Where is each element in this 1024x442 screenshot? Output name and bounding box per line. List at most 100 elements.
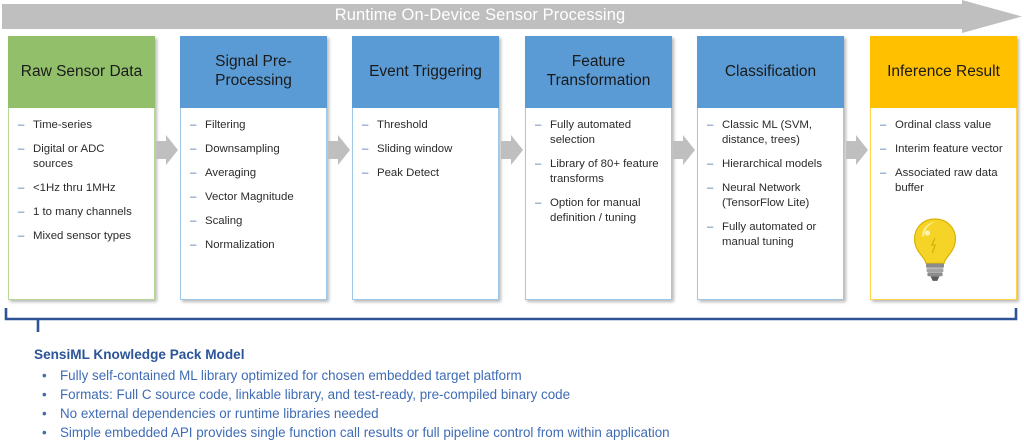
dash-marker: – [880,167,887,180]
stage-classification[interactable]: Classification –Classic ML (SVM, distanc… [697,36,844,300]
dash-marker: – [18,182,25,195]
list-item-label: Vector Magnitude [205,191,294,204]
stage-list-raw-sensor-data: –Time-series –Digital or ADC sources –<1… [18,118,146,244]
dash-marker: – [18,206,25,219]
stage-list-event-triggering: –Threshold –Sliding window –Peak Detect [362,118,490,181]
list-item-label: Formats: Full C source code, linkable li… [60,387,571,403]
dash-marker: – [190,167,197,180]
list-item: –Library of 80+ feature transforms [535,157,663,187]
list-item: –Normalization [190,238,318,253]
list-item-label: Digital or ADC sources [33,143,105,171]
bullet-marker: • [42,406,47,422]
pipeline-row: Raw Sensor Data –Time-series –Digital or… [0,36,1024,302]
dash-marker: – [362,143,369,156]
lightbulb-icon [913,218,957,281]
list-item: –Sliding window [362,142,490,157]
dash-marker: – [535,197,542,210]
stage-raw-sensor-data[interactable]: Raw Sensor Data –Time-series –Digital or… [8,36,155,300]
list-item-label: Fully self-contained ML library optimize… [60,367,522,383]
stage-header-event-triggering: Event Triggering [352,36,499,108]
list-item: –Hierarchical models [707,157,835,172]
list-item: –Peak Detect [362,166,490,181]
stage-signal-pre-processing[interactable]: Signal Pre-Processing –Filtering –Downsa… [180,36,327,300]
dash-marker: – [880,119,887,131]
dash-marker: – [707,182,714,195]
list-item: –Threshold [362,118,490,133]
bullet-marker: • [42,367,47,383]
list-item-label: Sliding window [377,143,453,156]
list-item-label: Filtering [205,119,246,131]
stage-header-signal-pre-processing: Signal Pre-Processing [180,36,327,108]
list-item: –Classic ML (SVM, distance, trees) [707,118,835,148]
list-item: –Neural Network (TensorFlow Lite) [707,181,835,211]
list-item: –Associated raw data buffer [880,166,1008,196]
dash-marker: – [190,143,197,156]
list-item: –Fully automated selection [535,118,663,148]
stage-header-raw-sensor-data: Raw Sensor Data [8,36,155,108]
chevron-right-icon [328,135,350,165]
dash-marker: – [18,119,25,131]
knowledge-pack-section: SensiML Knowledge Pack Model • Fully self… [34,347,994,442]
list-item: –<1Hz thru 1MHz [18,181,146,196]
list-item-label: Averaging [205,167,257,180]
list-item-label: Threshold [377,119,428,131]
list-item-label: Hierarchical models [722,158,823,171]
list-item: –Time-series [18,118,146,133]
stage-inference-result[interactable]: Inference Result –Ordinal class value –I… [870,36,1017,300]
list-item: •No external dependencies or runtime lib… [34,404,994,423]
list-item: –Ordinal class value [880,118,1008,133]
list-item-label: Classic ML (SVM, distance, trees) [722,119,813,147]
list-item-label: Associated raw data buffer [895,167,998,195]
stage-header-inference-result: Inference Result [870,36,1017,108]
list-item: •Simple embedded API provides single fun… [34,423,994,442]
list-item: • Formats: Full C source code, linkable l… [34,385,994,404]
chevron-right-icon [846,135,868,165]
list-item: –Option for manual definition / tuning [535,196,663,226]
stage-body-feature-transformation: –Fully automated selection –Library of 8… [525,108,672,300]
runtime-banner: Runtime On-Device Sensor Processing [0,0,1024,34]
knowledge-pack-bracket [4,308,1018,332]
list-item-label: Fully automated or manual tuning [722,221,817,249]
dash-marker: – [707,221,714,234]
list-item: • Fully self-contained ML library optimiz… [34,366,994,385]
list-item-label: Library of 80+ feature transforms [550,158,659,186]
stage-list-classification: –Classic ML (SVM, distance, trees) –Hier… [707,118,835,250]
stage-list-feature-transformation: –Fully automated selection –Library of 8… [535,118,663,226]
list-item: –Downsampling [190,142,318,157]
list-item-label: Time-series [33,119,93,131]
stage-event-triggering[interactable]: Event Triggering –Threshold –Sliding win… [352,36,499,300]
list-item-label: Fully automated selection [550,119,632,147]
dash-marker: – [18,230,25,243]
dash-marker: – [707,119,714,131]
list-item-label: Downsampling [205,143,280,156]
stage-list-inference-result: –Ordinal class value –Interim feature ve… [880,118,1008,196]
list-item: –Filtering [190,118,318,133]
list-item-label: Mixed sensor types [33,230,132,243]
list-item-label: Scaling [205,215,243,228]
list-item: –1 to many channels [18,205,146,220]
list-item: –Fully automated or manual tuning [707,220,835,250]
dash-marker: – [535,119,542,131]
stage-feature-transformation[interactable]: Feature Transformation –Fully automated … [525,36,672,300]
list-item: –Averaging [190,166,318,181]
stage-header-classification: Classification [697,36,844,108]
dash-marker: – [362,167,369,180]
stage-body-inference-result: –Ordinal class value –Interim feature ve… [870,108,1017,300]
right-arrow-banner-icon [2,0,1022,33]
bullet-marker: • [42,425,47,441]
list-item-label: Peak Detect [377,167,440,180]
dash-marker: – [190,239,197,252]
list-item: –Scaling [190,214,318,229]
list-item: –Vector Magnitude [190,190,318,205]
dash-marker: – [190,215,197,228]
dash-marker: – [535,158,542,171]
footer-title: SensiML Knowledge Pack Model [34,347,245,362]
list-item: –Mixed sensor types [18,229,146,244]
list-item-label: Normalization [205,239,275,252]
dash-marker: – [880,143,887,156]
stage-list-signal-pre-processing: –Filtering –Downsampling –Averaging –Vec… [190,118,318,253]
list-item-label: Neural Network (TensorFlow Lite) [722,182,810,210]
list-item-label: Interim feature vector [895,143,1003,156]
bullet-marker: • [42,387,47,403]
dash-marker: – [707,158,714,171]
